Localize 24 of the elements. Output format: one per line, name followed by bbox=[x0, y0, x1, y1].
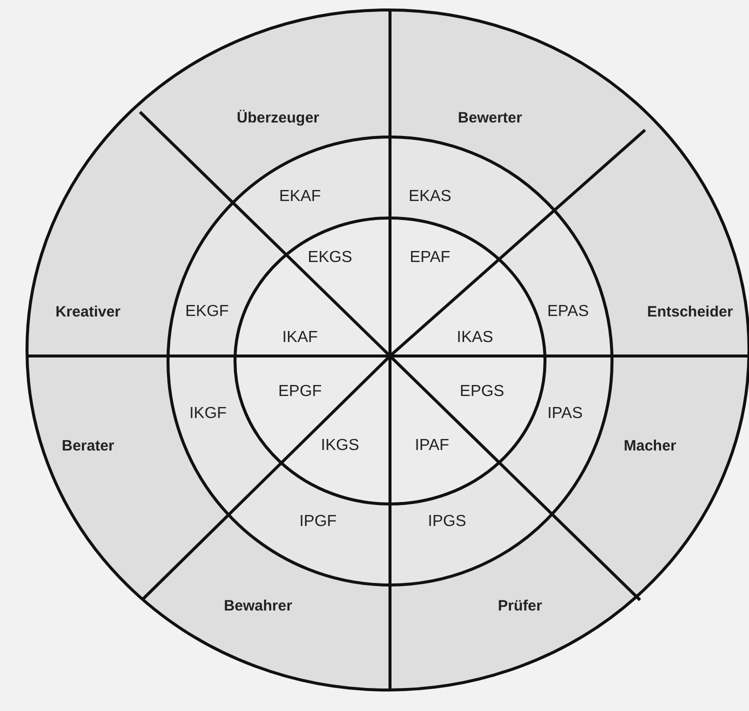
role-label: Bewahrer bbox=[224, 598, 292, 614]
code-label: EKGF bbox=[185, 304, 229, 320]
code-label: IKAS bbox=[456, 330, 494, 346]
role-label: Entscheider bbox=[647, 304, 733, 320]
code-label: EPAS bbox=[547, 304, 589, 320]
role-label: Kreativer bbox=[55, 304, 121, 320]
code-label: EPGS bbox=[460, 384, 504, 400]
code-label: IPAS bbox=[547, 406, 583, 422]
code-label: EPGF bbox=[278, 384, 322, 400]
role-label: Berater bbox=[62, 438, 114, 454]
code-label: IPGS bbox=[428, 514, 466, 530]
role-label: Prüfer bbox=[498, 598, 542, 614]
code-label: IPGF bbox=[299, 514, 337, 530]
code-label: EPAF bbox=[410, 250, 450, 266]
role-label: Bewerter bbox=[458, 110, 522, 126]
code-label: IPAF bbox=[414, 438, 450, 454]
role-label: Macher bbox=[624, 438, 676, 454]
code-label: EKAF bbox=[279, 189, 321, 205]
code-label: EKAS bbox=[408, 189, 452, 205]
code-label: IKAF bbox=[282, 330, 318, 346]
role-label: Überzeuger bbox=[236, 110, 320, 126]
code-label: EKGS bbox=[308, 250, 352, 266]
code-label: IKGS bbox=[320, 438, 360, 454]
code-label: IKGF bbox=[189, 406, 227, 422]
